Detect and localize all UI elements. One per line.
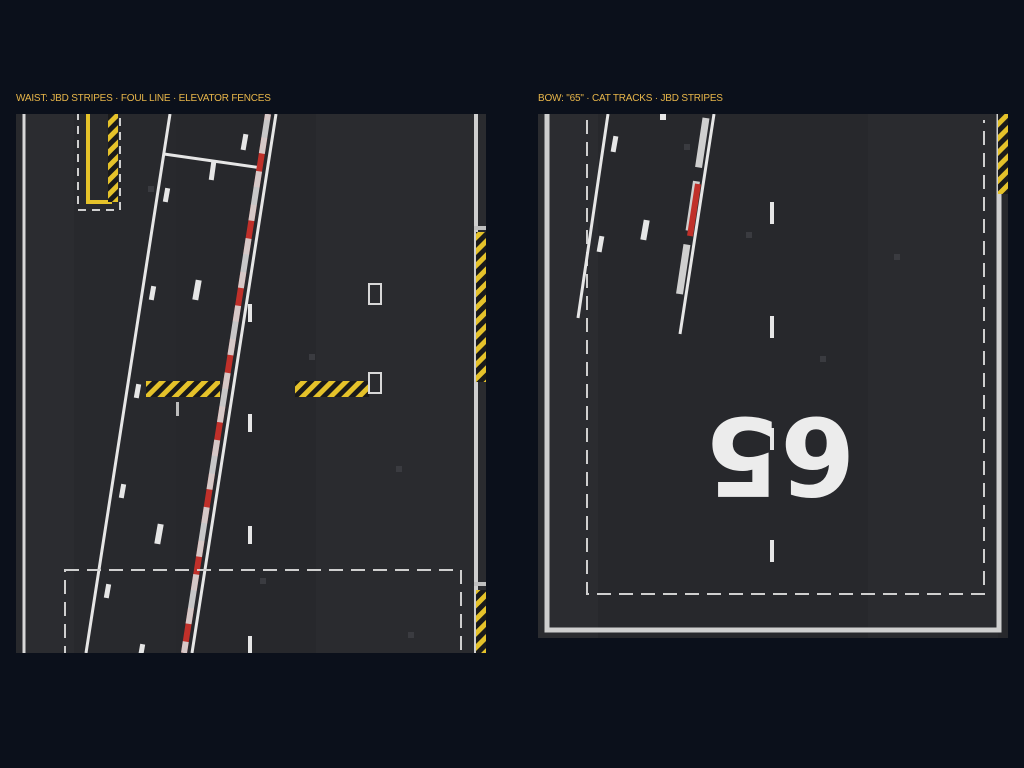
bow-inner-boundary	[586, 120, 985, 595]
landing-area-line-left	[84, 114, 172, 653]
dash-marks	[103, 133, 252, 653]
waist-deck-view	[16, 114, 486, 653]
elevator-outline-bottom	[64, 569, 462, 653]
edge-hazard-fence-1	[476, 232, 486, 382]
deck-marker-square-1	[368, 283, 382, 305]
landing-area-line-right	[190, 114, 278, 653]
bow-hazard-fence	[998, 114, 1008, 194]
cat-track-line-right	[678, 114, 716, 335]
bow-deck-svg: 65	[538, 114, 1008, 638]
jbd-stripe-right	[295, 381, 369, 397]
bow-deck-view: 65	[538, 114, 1008, 638]
waist-panel-caption: WAIST: JBD STRIPES · FOUL LINE · ELEVATO…	[16, 93, 271, 104]
waist-deck-svg	[16, 114, 486, 653]
bow-jbd-stripe	[674, 117, 710, 305]
elevator-outline-top	[77, 114, 121, 211]
bow-deck-edge	[544, 114, 1002, 633]
landing-crossbar	[163, 152, 263, 170]
elevator-fence-yellow-line	[86, 114, 112, 204]
cat-track-line-left	[576, 114, 610, 319]
elevator-fence-hazard-top	[108, 114, 118, 202]
bow-panel-caption: BOW: "65" · CAT TRACKS · JBD STRIPES	[538, 93, 723, 104]
deck-number-65: 65	[705, 392, 855, 517]
deck-marker-square-2	[368, 372, 382, 394]
edge-hazard-fence-2	[476, 590, 486, 653]
bow-dash-marks	[596, 114, 774, 562]
foul-line	[181, 114, 271, 653]
jbd-stripe-left	[146, 381, 220, 397]
